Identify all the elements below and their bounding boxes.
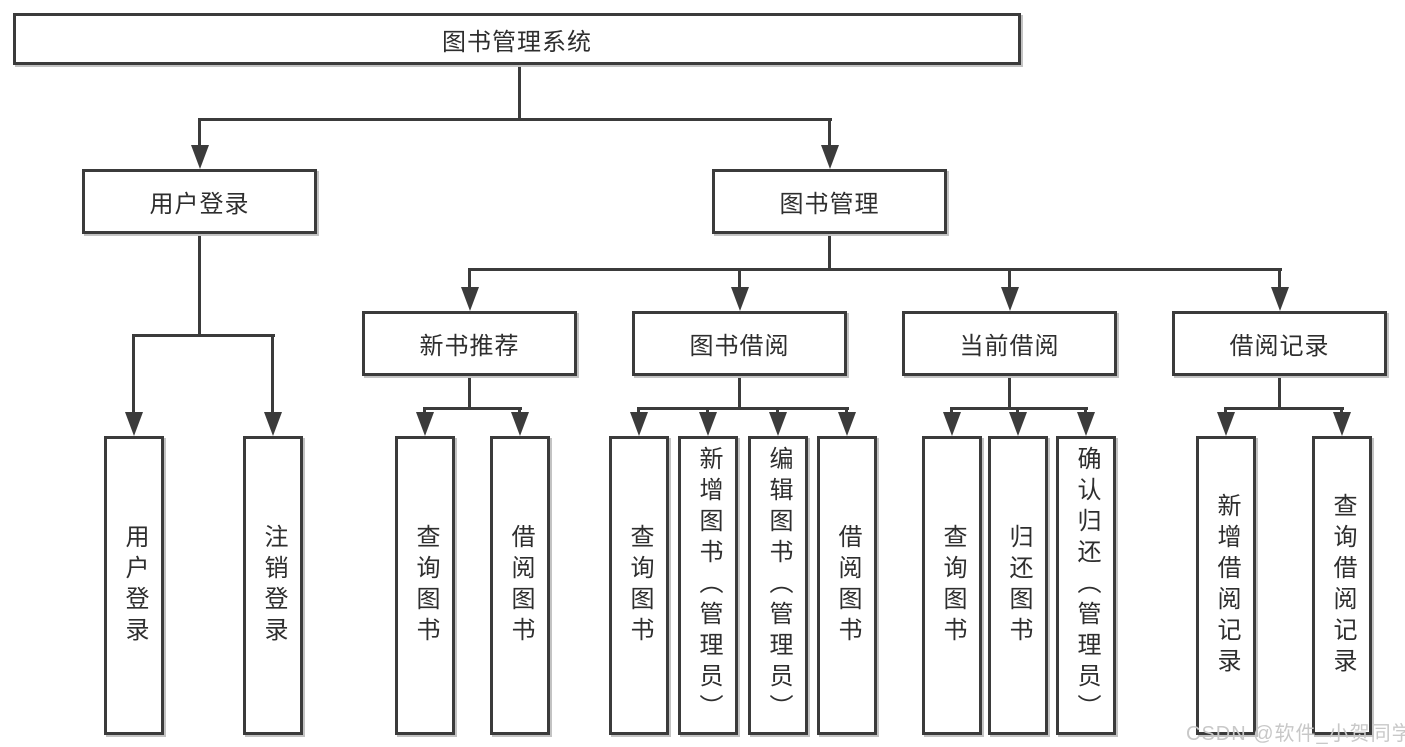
node-root-library-system: 图书管理系统 <box>13 13 1021 65</box>
node-label: 图书借阅 <box>689 333 790 360</box>
node-label: 查询图书 <box>939 523 966 648</box>
node-book-management: 图书管理 <box>712 169 947 234</box>
leaf-borrow-query-books: 查询图书 <box>609 436 669 735</box>
node-label: 借阅记录 <box>1229 333 1330 360</box>
node-label: 新书推荐 <box>419 333 520 360</box>
connector-line <box>1224 407 1344 410</box>
node-book-borrowing: 图书借阅 <box>632 311 847 376</box>
connector-arrow-line <box>198 118 201 145</box>
connector-arrow-line <box>1008 268 1011 287</box>
node-new-book-recommend: 新书推荐 <box>362 311 577 376</box>
connector-line <box>637 407 849 410</box>
node-label: 查询图书 <box>626 523 653 648</box>
connector-arrow-line <box>706 407 709 412</box>
leaf-current-confirm-return-admin: 确认归还（管理员） <box>1056 436 1116 735</box>
leaf-logout: 注销登录 <box>243 436 303 735</box>
leaf-current-return-books: 归还图书 <box>988 436 1048 735</box>
node-label: 归还图书 <box>1005 523 1032 648</box>
connector-line <box>198 118 832 121</box>
leaf-borrow-add-books-admin: 新增图书（管理员） <box>678 436 738 735</box>
leaf-newbook-query-books: 查询图书 <box>395 436 455 735</box>
leaf-newbook-borrow-books: 借阅图书 <box>490 436 550 735</box>
connector-line <box>423 407 522 410</box>
connector-line <box>132 334 275 337</box>
node-label: 注销登录 <box>260 523 287 648</box>
connector-arrow-line <box>845 407 848 412</box>
connector-arrow-line <box>468 268 471 287</box>
connector-arrow-line <box>271 334 274 412</box>
connector-arrow-line <box>1224 407 1227 412</box>
csdn-watermark: CSDN @软件_小贺同学 <box>1186 723 1405 745</box>
connector-arrow-line <box>132 334 135 412</box>
connector-arrow-line <box>828 118 831 145</box>
node-label: 当前借阅 <box>959 333 1060 360</box>
node-label: 编辑图书（管理员） <box>765 446 792 725</box>
node-label: 新增借阅记录 <box>1213 492 1240 679</box>
leaf-current-query-books: 查询图书 <box>922 436 982 735</box>
connector-arrow-line <box>423 407 426 412</box>
connector-line <box>1278 376 1281 407</box>
connector-line <box>738 376 741 407</box>
leaf-records-add-record: 新增借阅记录 <box>1196 436 1256 735</box>
node-borrow-records: 借阅记录 <box>1172 311 1387 376</box>
connector-arrow-line <box>1278 268 1281 287</box>
connector-arrow-line <box>950 407 953 412</box>
node-user-login: 用户登录 <box>82 169 317 234</box>
node-label: 用户登录 <box>149 191 250 218</box>
connector-line <box>198 234 201 334</box>
connector-line <box>468 268 1282 271</box>
connector-arrow-line <box>1340 407 1343 412</box>
leaf-borrow-edit-books-admin: 编辑图书（管理员） <box>748 436 808 735</box>
connector-arrow-line <box>738 268 741 287</box>
connector-arrow-line <box>518 407 521 412</box>
connector-line <box>518 65 521 118</box>
connector-arrow-line <box>1016 407 1019 412</box>
connector-line <box>1008 376 1011 407</box>
connector-line <box>828 234 831 268</box>
leaf-user-login: 用户登录 <box>104 436 164 735</box>
connector-arrow-line <box>776 407 779 412</box>
connector-line <box>468 376 471 407</box>
node-label: 新增图书（管理员） <box>695 446 722 725</box>
connector-line <box>950 407 1088 410</box>
leaf-borrow-borrow-books: 借阅图书 <box>817 436 877 735</box>
node-label: 借阅图书 <box>834 523 861 648</box>
leaf-records-query-record: 查询借阅记录 <box>1312 436 1372 735</box>
node-label: 查询图书 <box>412 523 439 648</box>
node-label: 借阅图书 <box>507 523 534 648</box>
node-current-borrowing: 当前借阅 <box>902 311 1117 376</box>
node-label: 用户登录 <box>121 523 148 648</box>
node-label: 图书管理系统 <box>442 28 592 56</box>
node-label: 确认归还（管理员） <box>1073 446 1100 725</box>
node-label: 图书管理 <box>779 191 880 218</box>
connector-arrow-line <box>1084 407 1087 412</box>
node-label: 查询借阅记录 <box>1329 492 1356 679</box>
connector-arrow-line <box>637 407 640 412</box>
